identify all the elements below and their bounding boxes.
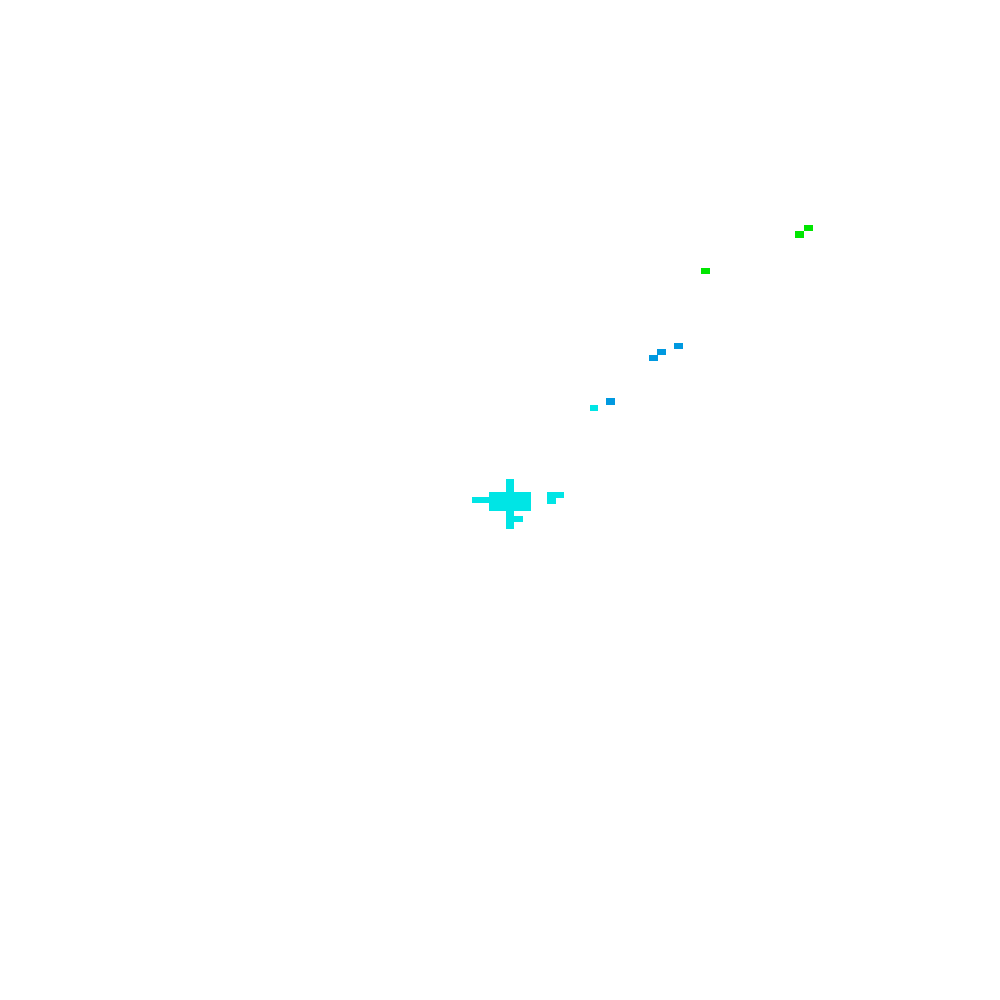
cyan-cluster-pixel-block [506,510,514,529]
cyan-cluster-pixel-block [547,492,564,498]
cyan-cluster-pixel-block [590,405,598,411]
green-cluster-pixel-block [701,268,710,274]
cyan-cluster-pixel-block [514,516,523,522]
cyan-cluster-pixel-block [472,497,490,503]
green-cluster [701,225,813,274]
cyan-cluster-pixel-block [506,479,514,499]
blue-cluster-pixel-block [606,398,615,405]
green-cluster-pixel-block [795,231,804,238]
cyan-cluster-pixel-block [489,492,531,511]
blue-cluster-pixel-block [657,349,666,355]
blue-cluster-pixel-block [674,343,683,349]
green-cluster-pixel-block [804,225,813,231]
blue-cluster [606,343,683,405]
blue-cluster-pixel-block [649,355,658,361]
cyan-cluster [472,405,598,529]
cyan-cluster-pixel-block [547,497,556,504]
